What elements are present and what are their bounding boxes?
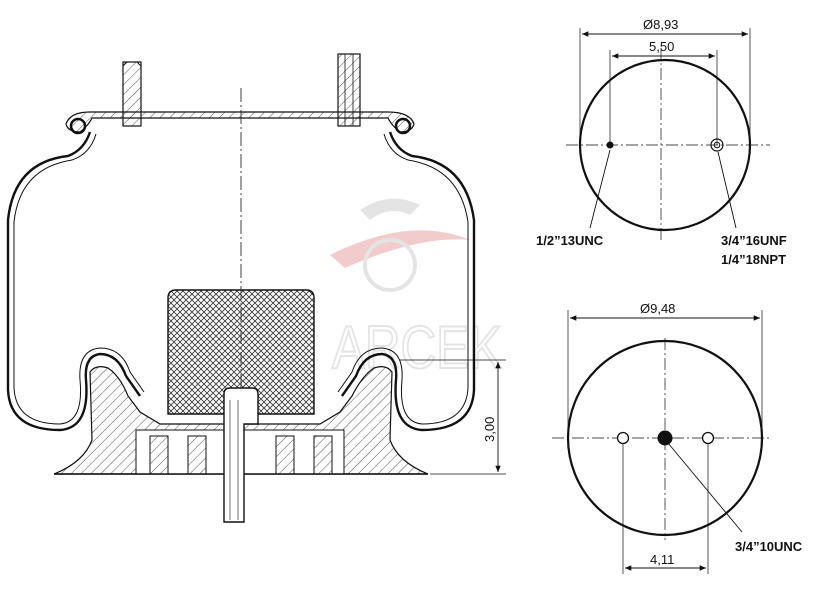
side-section-view: 3,00 <box>6 53 506 523</box>
watermark-logo-ring <box>363 238 417 292</box>
watermark: ARCEK <box>330 198 503 382</box>
left-stud <box>122 61 142 127</box>
callout-right-1: 3/4”16UNF <box>721 233 787 248</box>
top-spacing-label: 5,50 <box>649 39 674 54</box>
callout-left: 1/2”13UNC <box>536 233 604 248</box>
top-plate <box>65 111 415 133</box>
callout-center: 3/4”10UNC <box>735 539 803 554</box>
bottom-view-left-hole <box>616 431 630 445</box>
watermark-logo-swoosh <box>330 230 470 268</box>
piston-rib-1 <box>149 435 169 475</box>
bottom-view-right-hole <box>701 431 715 445</box>
bellow-outer <box>6 131 476 432</box>
leader-right <box>717 151 737 229</box>
top-bead-right <box>394 117 412 135</box>
piston-rib-3 <box>275 435 295 475</box>
top-plate-view: Ø8,93 5,50 1/2”13UNC 3/4”16UNF 1/4”18NPT <box>536 17 787 267</box>
center-bolt <box>223 387 259 523</box>
top-dia-label: Ø8,93 <box>643 17 678 32</box>
leader-center <box>667 442 743 533</box>
bottom-spacing-label: 4,11 <box>650 552 674 567</box>
bottom-view-center-hole <box>657 430 673 446</box>
leader-left <box>589 149 611 229</box>
piston-rib-4 <box>313 435 333 475</box>
callout-right-2: 1/4”18NPT <box>721 252 786 267</box>
top-bead-left <box>69 117 87 135</box>
bottom-view: Ø9,48 4,11 3/4”10UNC <box>552 301 803 574</box>
height-dim-label: 3,00 <box>482 417 497 442</box>
bumper <box>167 289 315 415</box>
top-view-outline <box>578 58 752 232</box>
bottom-dia-label: Ø9,48 <box>640 301 675 316</box>
bellow-inner <box>13 133 469 425</box>
piston-rib-2 <box>187 435 207 475</box>
watermark-logo-arc <box>360 198 420 220</box>
right-stud <box>337 53 361 127</box>
